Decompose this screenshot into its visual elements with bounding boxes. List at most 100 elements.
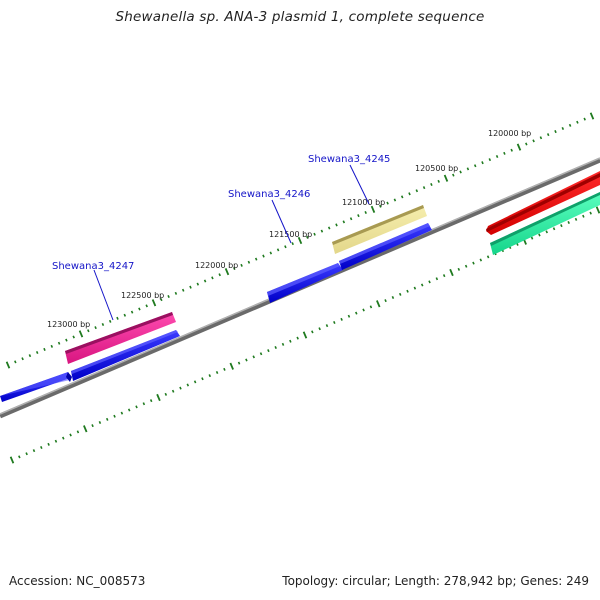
- gene-shewana3-4247[interactable]: [65, 312, 176, 364]
- inner-tick: [545, 230, 548, 234]
- inner-tick: [201, 377, 204, 381]
- outer-tick: [50, 344, 54, 348]
- gene-label-4245[interactable]: Shewana3_4245: [308, 154, 390, 165]
- outer-tick: [532, 139, 535, 143]
- inner-tick: [464, 264, 468, 268]
- tick-label-120500: 120500 bp: [415, 164, 458, 173]
- inner-tick: [589, 211, 592, 215]
- outer-tick: [5, 361, 11, 369]
- inner-tick: [105, 417, 109, 421]
- inner-tick: [164, 392, 168, 396]
- outer-tick: [224, 268, 230, 276]
- inner-tick: [406, 289, 409, 293]
- inner-tick: [98, 420, 102, 425]
- pointer-line-4246: [271, 199, 292, 244]
- inner-tick: [420, 283, 424, 287]
- outer-tick: [72, 335, 75, 339]
- outer-tick: [370, 205, 376, 213]
- inner-tick: [47, 442, 50, 446]
- gene-green[interactable]: [490, 192, 600, 255]
- sequence-summary: Topology: circular; Length: 278,942 bp; …: [282, 574, 589, 588]
- gene-shewana3-4245[interactable]: [332, 205, 427, 254]
- outer-tick: [488, 158, 492, 162]
- inner-tick: [362, 308, 365, 312]
- outer-tick: [430, 182, 433, 186]
- outer-tick: [269, 251, 273, 255]
- outer-tick: [546, 133, 550, 137]
- inner-tick: [40, 445, 43, 450]
- outer-tick: [35, 351, 39, 355]
- inner-tick: [76, 430, 80, 434]
- outer-tick: [87, 329, 90, 333]
- outer-tick: [291, 242, 294, 246]
- outer-tick: [313, 232, 316, 236]
- inner-tick: [376, 300, 381, 308]
- outer-tick: [342, 220, 346, 224]
- outer-tick: [437, 179, 440, 183]
- gene-label-4247[interactable]: Shewana3_4247: [52, 261, 134, 272]
- inner-tick: [318, 327, 321, 331]
- outer-tick: [349, 217, 353, 221]
- inner-tick: [398, 292, 402, 296]
- gene-label-4246[interactable]: Shewana3_4246: [228, 189, 310, 200]
- inner-tick: [281, 342, 285, 346]
- outer-tick: [101, 323, 105, 327]
- inner-tick: [347, 314, 351, 318]
- ruler-ticks-inner: [9, 206, 600, 464]
- inner-tick: [245, 358, 248, 362]
- outer-tick: [21, 357, 24, 361]
- outer-tick: [408, 192, 411, 196]
- outer-tick: [167, 295, 170, 299]
- outer-tick: [364, 210, 367, 214]
- inner-tick: [538, 233, 541, 237]
- outer-tick: [503, 151, 506, 155]
- gene-red[interactable]: [486, 171, 600, 235]
- outer-tick: [160, 298, 163, 302]
- outer-tick: [189, 285, 192, 289]
- inner-tick: [208, 374, 212, 378]
- inner-tick: [54, 439, 58, 443]
- tick-label-121500: 121500 bp: [269, 230, 312, 239]
- outer-tick: [443, 174, 449, 182]
- inner-tick: [32, 449, 36, 453]
- gene-annotations: Shewana3_4245 Shewana3_4246 Shewana3_424…: [52, 154, 390, 321]
- gene-blue-4245-adjacent[interactable]: [339, 223, 432, 270]
- outer-tick: [400, 195, 404, 199]
- outer-tick: [130, 310, 134, 314]
- outer-tick: [145, 304, 148, 308]
- outer-tick: [174, 291, 178, 295]
- inner-tick: [113, 414, 116, 418]
- outer-tick: [123, 313, 127, 317]
- outer-tick: [108, 319, 112, 323]
- outer-tick: [422, 186, 426, 190]
- ruler-labels: 120000 bp 120500 bp 121000 bp 121500 bp …: [47, 129, 531, 329]
- outer-tick: [276, 248, 280, 252]
- inner-tick: [215, 370, 219, 375]
- pointer-line-4245: [349, 164, 370, 205]
- outer-tick: [379, 204, 382, 208]
- tick-label-122500: 122500 bp: [121, 291, 164, 300]
- outer-tick: [138, 307, 141, 311]
- inner-tick: [311, 330, 314, 334]
- inner-tick: [18, 455, 21, 459]
- gene-blue-left[interactable]: [0, 372, 72, 402]
- outer-tick: [589, 112, 595, 120]
- inner-tick: [413, 286, 417, 290]
- outer-tick: [459, 170, 462, 174]
- outer-tick: [393, 198, 397, 202]
- inner-tick: [237, 361, 241, 365]
- outer-tick: [554, 130, 557, 134]
- outer-tick: [14, 360, 17, 364]
- gene-blue-4247-adjacent[interactable]: [71, 330, 180, 381]
- gene-blue-4246[interactable]: [267, 263, 343, 303]
- inner-tick: [582, 214, 585, 218]
- accession-label: Accession: NC_008573: [9, 574, 146, 588]
- inner-tick: [9, 456, 15, 464]
- outer-tick: [495, 154, 499, 158]
- inner-tick: [530, 236, 534, 240]
- inner-tick: [435, 277, 439, 281]
- inner-tick: [567, 220, 570, 225]
- outer-tick: [116, 316, 119, 320]
